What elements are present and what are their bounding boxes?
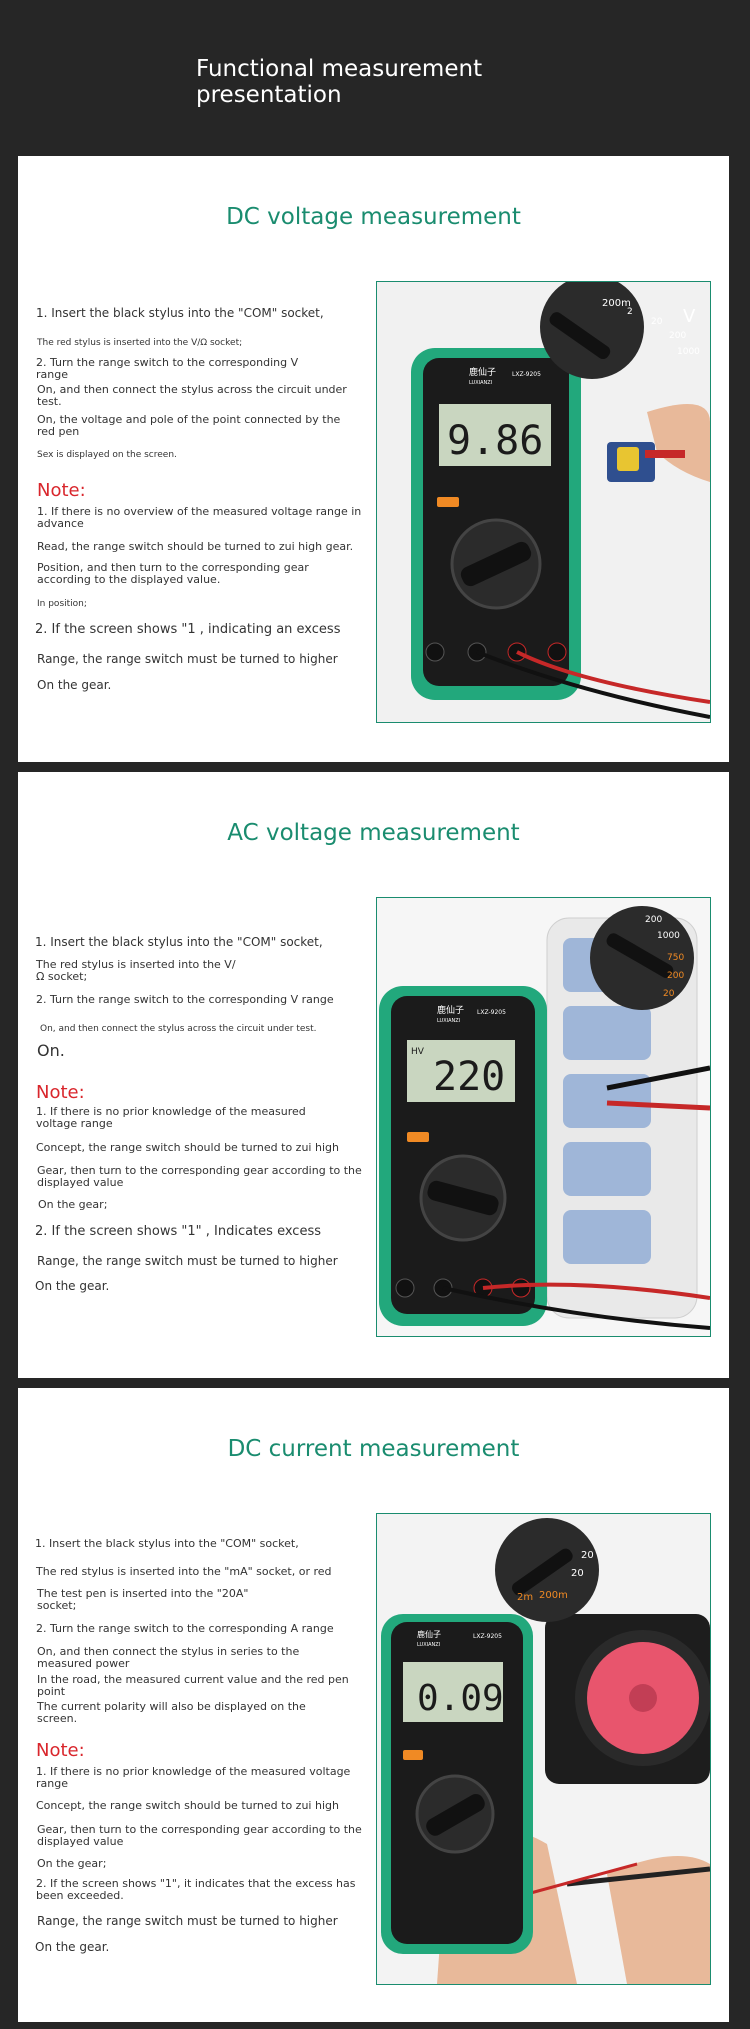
ac-voltage-line: 1. Insert the black stylus into the "COM… [35, 935, 323, 949]
ac-voltage-note-line: Concept, the range switch should be turn… [36, 1141, 339, 1154]
meter-brand: 鹿仙子 [437, 1004, 464, 1016]
dc-voltage-note-line: Range, the range switch must be turned t… [37, 652, 338, 666]
dc-current-line: The test pen is inserted into the "20A" [37, 1587, 249, 1600]
multimeter-image: 鹿仙子 LUXIANZI LXZ-9205 0.09 20 20 2m 200m [377, 1514, 710, 1984]
dc-current-line: 2. Turn the range switch to the correspo… [36, 1622, 334, 1635]
ac-voltage-title: AC voltage measurement [227, 820, 520, 846]
dc-voltage-note-line: Position, and then turn to the correspon… [37, 561, 309, 586]
meter-display: 9.86 [447, 418, 543, 464]
dc-voltage-line: 2. Turn the range switch to the correspo… [36, 356, 299, 381]
dial-unit: V [683, 306, 696, 327]
dial-label: 20 [651, 317, 663, 327]
dc-current-line: In the road, the measured current value … [37, 1673, 349, 1698]
ac-voltage-note-line: 1. If there is no prior knowledge of the… [36, 1105, 306, 1130]
ac-voltage-note-line: Range, the range switch must be turned t… [37, 1254, 338, 1268]
dc-current-photo: 鹿仙子 LUXIANZI LXZ-9205 0.09 20 20 2m 200m [376, 1513, 711, 1985]
ac-voltage-line: On. [37, 1041, 65, 1060]
dc-voltage-note-line: 1. If there is no overview of the measur… [37, 505, 362, 530]
meter-brand: 鹿仙子 [417, 1629, 441, 1639]
meter-brand-en: LUXIANZI [469, 380, 492, 386]
multimeter-image: 鹿仙子 LUXIANZI LXZ-9205 220 HV 200 10 [377, 898, 710, 1336]
dc-current-line: socket; [37, 1599, 77, 1612]
meter-display: 220 [433, 1054, 505, 1100]
ac-voltage-note-line: On the gear; [38, 1198, 108, 1211]
dial-label: 200 [667, 971, 684, 981]
page-header: Functional measurement presentation [196, 56, 596, 108]
meter-model: LXZ-9205 [477, 1009, 506, 1016]
dc-current-line: The current polarity will also be displa… [37, 1700, 306, 1725]
ac-voltage-line: The red stylus is inserted into the V/ [36, 958, 236, 971]
dc-current-note-line: On the gear; [37, 1857, 107, 1870]
dc-voltage-panel: DC voltage measurement 1. Insert the bla… [18, 156, 729, 762]
ac-voltage-line: 2. Turn the range switch to the correspo… [36, 993, 334, 1006]
dc-voltage-line: 1. Insert the black stylus into the "COM… [36, 306, 324, 320]
header-title-line1: Functional measurement [196, 56, 483, 82]
dial-label: 200m [539, 1590, 568, 1601]
meter-model: LXZ-9205 [512, 371, 541, 378]
dc-voltage-line: On, the voltage and pole of the point co… [37, 413, 341, 438]
dc-voltage-note-line: In position; [37, 599, 87, 609]
dial-label: 20 [581, 1550, 594, 1561]
meter-model: LXZ-9205 [473, 1633, 502, 1640]
dc-voltage-note-line: Read, the range switch should be turned … [37, 540, 354, 553]
dial-label: 200m [602, 298, 631, 309]
dc-current-note-line: Range, the range switch must be turned t… [37, 1914, 338, 1928]
meter-brand: 鹿仙子 [469, 366, 496, 378]
dial-label: 2 [627, 307, 633, 317]
meter-display: 0.09 [417, 1678, 504, 1719]
ac-voltage-photo: 鹿仙子 LUXIANZI LXZ-9205 220 HV 200 10 [376, 897, 711, 1337]
meter-brand-en: LUXIANZI [417, 1642, 440, 1648]
dc-voltage-note-line: On the gear. [37, 678, 112, 692]
dial-label: 1000 [677, 347, 700, 357]
ac-voltage-line: Ω socket; [36, 970, 88, 983]
dc-current-note-line: On the gear. [35, 1940, 110, 1954]
dc-voltage-line: The red stylus is inserted into the V/Ω … [37, 338, 243, 348]
multimeter-image: 鹿仙子 LUXIANZI LXZ-9205 9.86 200m 2 [377, 282, 710, 722]
dc-current-note-line: 2. If the screen shows "1", it indicates… [36, 1877, 356, 1902]
dc-voltage-line: On, and then connect the stylus across t… [37, 383, 347, 408]
dc-current-note-line: Concept, the range switch should be turn… [36, 1799, 339, 1812]
dc-voltage-title: DC voltage measurement [226, 204, 521, 230]
dial-label: 20 [571, 1568, 584, 1579]
dc-voltage-line: Sex is displayed on the screen. [37, 450, 177, 460]
dc-current-title: DC current measurement [227, 1436, 520, 1462]
dc-current-line: On, and then connect the stylus in serie… [37, 1645, 300, 1670]
ac-voltage-note-line: 2. If the screen shows "1" , Indicates e… [35, 1224, 321, 1239]
dc-current-note-line: Gear, then turn to the corresponding gea… [37, 1823, 362, 1848]
ac-voltage-panel: AC voltage measurement 1. Insert the bla… [18, 772, 729, 1378]
meter-brand-en: LUXIANZI [437, 1018, 460, 1024]
dc-voltage-photo: 鹿仙子 LUXIANZI LXZ-9205 9.86 200m 2 [376, 281, 711, 723]
ac-voltage-line: On, and then connect the stylus across t… [40, 1024, 317, 1034]
dc-current-line: The red stylus is inserted into the "mA"… [36, 1565, 332, 1578]
dc-voltage-note-line: 2. If the screen shows "1 , indicating a… [35, 622, 341, 637]
dc-current-line: 1. Insert the black stylus into the "COM… [35, 1537, 299, 1550]
dial-label: 1000 [657, 931, 680, 941]
dc-current-panel: DC current measurement 1. Insert the bla… [18, 1388, 729, 2022]
dc-current-note-line: 1. If there is no prior knowledge of the… [36, 1765, 351, 1790]
dc-current-note-label: Note: [36, 1740, 85, 1761]
dial-label: 200 [669, 331, 686, 341]
ac-voltage-note-line: On the gear. [35, 1279, 110, 1293]
ac-voltage-note-line: Gear, then turn to the corresponding gea… [37, 1164, 362, 1189]
dial-label: 200 [645, 915, 662, 925]
header-title-line2: presentation [196, 82, 342, 108]
ac-voltage-note-label: Note: [36, 1082, 85, 1103]
meter-display-label: HV [411, 1047, 425, 1057]
dial-label: 2m [517, 1592, 533, 1603]
dial-label: 20 [663, 989, 675, 999]
dc-voltage-note-label: Note: [37, 480, 86, 501]
dial-label: 750 [667, 953, 684, 963]
